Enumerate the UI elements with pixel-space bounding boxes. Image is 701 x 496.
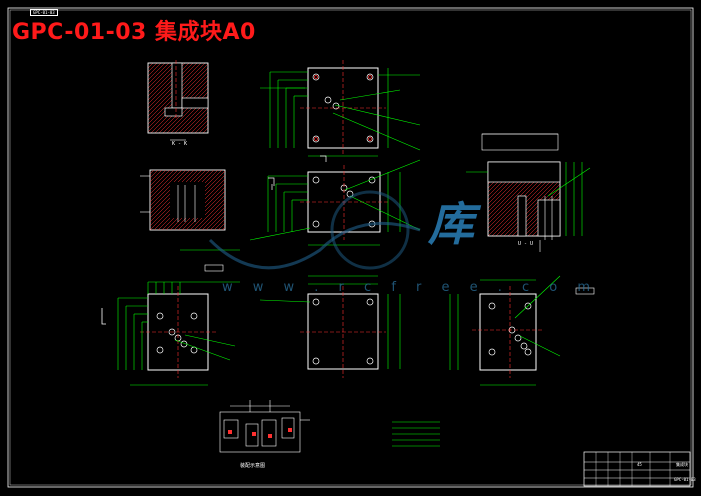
top-view-hole-1 — [312, 73, 320, 81]
assembly-frame — [219, 411, 301, 453]
assembly-block-4 — [281, 417, 295, 439]
br-view-tag — [575, 287, 595, 295]
br-view-hole-4 — [524, 348, 532, 356]
bl-view-cut-mark — [101, 308, 106, 325]
section-kk-label: K - K — [172, 141, 188, 147]
drawing-title: GPC-01-03 集成块A0 — [12, 20, 256, 45]
assembly-block-2 — [245, 423, 259, 447]
bc-view-leader — [259, 299, 311, 303]
section-uu-bore-1 — [517, 195, 527, 237]
front-view-cut-mark-2 — [320, 155, 327, 162]
section-a-hatch-bottom — [150, 218, 225, 230]
title-block — [583, 451, 691, 487]
top-view-hole-center-4 — [368, 137, 372, 141]
section-kk-bore-1 — [171, 62, 183, 109]
watermark-site: w w w . r c f r e e . c o m — [222, 280, 599, 295]
assembly-marker-1 — [228, 430, 232, 434]
watermark-ring — [330, 190, 410, 270]
top-view-hole-3 — [312, 135, 320, 143]
front-view-hole-3 — [312, 220, 320, 228]
top-view-leader-2 — [339, 89, 401, 101]
front-view-leader-3 — [249, 227, 311, 241]
top-view-hole-center-3 — [314, 137, 318, 141]
corner-tag: GPC-01-03 — [30, 9, 58, 16]
section-uu-label: U - U — [518, 241, 534, 247]
section-kk-bore-3 — [164, 107, 183, 117]
bl-view-hole-1 — [156, 312, 164, 320]
front-view-leader-1 — [344, 159, 421, 191]
br-view-hole-6 — [514, 334, 522, 342]
top-view-leader-5 — [332, 112, 421, 151]
br-view-leader-2 — [514, 275, 561, 319]
top-view-hole-center-2 — [368, 75, 372, 79]
assembly-label: 装配示意图 — [240, 463, 266, 469]
assembly-block-3 — [261, 419, 277, 447]
bc-view-hole-4 — [366, 357, 374, 365]
bl-view-hole-5 — [168, 328, 176, 336]
top-view-leader-4 — [334, 104, 421, 126]
front-view-hole-2 — [368, 176, 376, 184]
bl-view-tag — [204, 264, 224, 272]
front-view-hole-1 — [312, 176, 320, 184]
section-uu-top-bore — [487, 161, 561, 183]
section-uu-bore-2 — [537, 199, 561, 237]
br-view-body — [479, 293, 537, 371]
top-view-hole-2 — [366, 73, 374, 81]
assembly-block-1 — [223, 419, 239, 439]
assembly-marker-4 — [288, 428, 292, 432]
watermark-brand: 库 — [428, 197, 474, 251]
section-a-hatch-left — [150, 182, 170, 218]
sheet-border-inner — [9, 9, 692, 486]
bl-view-hole-2 — [156, 346, 164, 354]
bc-view-hole-1 — [312, 298, 320, 306]
section-a-hatch-right — [205, 182, 225, 218]
section-kk-bore-2 — [181, 97, 209, 109]
br-view-hole-2 — [524, 302, 532, 310]
front-view-cut-mark — [268, 177, 275, 190]
bl-view-leader-1 — [174, 339, 231, 361]
br-view-hole-7 — [520, 342, 528, 350]
sheet-border-outer — [7, 7, 694, 488]
bc-view-hole-3 — [312, 357, 320, 365]
watermark-swoosh — [208, 221, 421, 270]
br-view-hole-1 — [488, 302, 496, 310]
title-block-material: 45 — [637, 462, 642, 467]
bl-view-leader-2 — [184, 334, 236, 347]
top-view-hole-center-1 — [314, 75, 318, 79]
top-view-hole-5 — [324, 96, 332, 104]
section-a-hatch-top — [150, 170, 225, 182]
bl-view-hole-7 — [180, 340, 188, 348]
title-block-drawing-no: GPC-01-03 — [674, 477, 696, 482]
assembly-marker-2 — [252, 432, 256, 436]
section-uu-leader-2 — [547, 167, 591, 197]
bc-view-hole-2 — [366, 298, 374, 306]
section-uu-chamfer — [481, 133, 559, 151]
bl-view-hole-3 — [190, 312, 198, 320]
top-view-hole-4 — [366, 135, 374, 143]
assembly-marker-3 — [268, 434, 272, 438]
br-view-leader-1 — [519, 335, 561, 357]
title-block-name: 集成块 — [676, 462, 688, 467]
br-view-hole-3 — [488, 348, 496, 356]
